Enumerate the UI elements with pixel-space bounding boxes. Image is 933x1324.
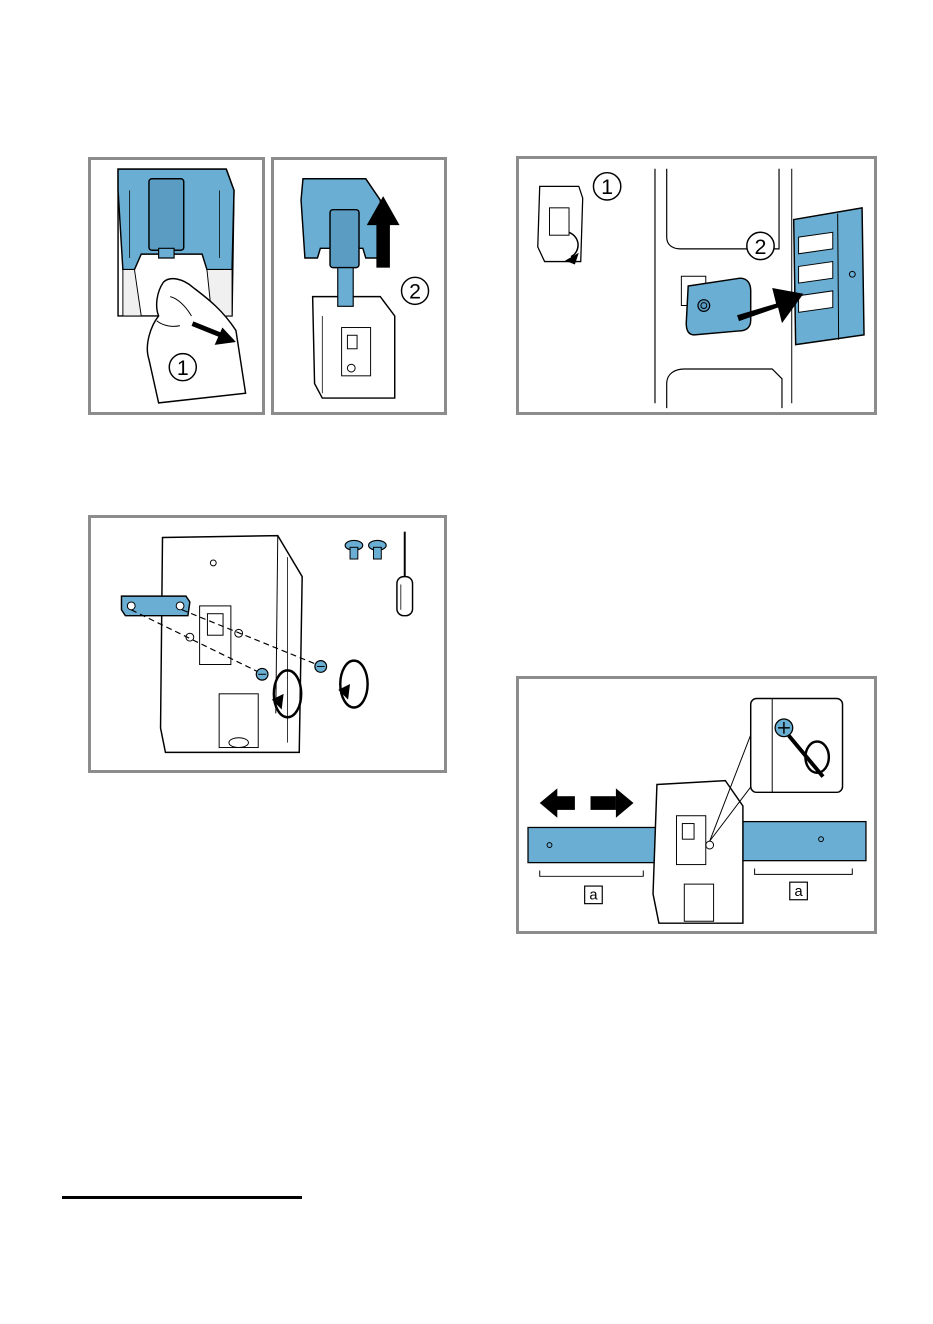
screws-icon bbox=[345, 540, 386, 559]
figure-bracket-screws bbox=[88, 515, 447, 773]
footnote-divider bbox=[62, 1196, 302, 1199]
figure-rail-adjust: a a bbox=[516, 676, 877, 934]
step-1-label: 1 bbox=[177, 356, 189, 380]
step-2-label: 2 bbox=[755, 235, 767, 259]
callout-a-label: a bbox=[794, 884, 803, 900]
screwdriver-icon bbox=[397, 532, 413, 616]
step-2-label: 2 bbox=[409, 280, 421, 304]
step-1-label: 1 bbox=[601, 175, 613, 199]
step-1-marker: 1 bbox=[91, 160, 262, 412]
figure-remove-cover-step1: 1 bbox=[88, 157, 265, 415]
step-markers-fig3: 1 2 bbox=[519, 159, 874, 412]
screw-icon bbox=[256, 668, 268, 680]
figure-remove-cover-step2: 2 bbox=[271, 157, 447, 415]
callout-a-label: a bbox=[589, 888, 598, 904]
illustration-bracket-screws bbox=[91, 518, 444, 770]
step-2-marker: 2 bbox=[274, 160, 444, 412]
callout-labels: a a bbox=[519, 679, 874, 931]
screw-icon bbox=[315, 661, 327, 673]
figure-bracket-insert: 1 2 bbox=[516, 156, 877, 415]
